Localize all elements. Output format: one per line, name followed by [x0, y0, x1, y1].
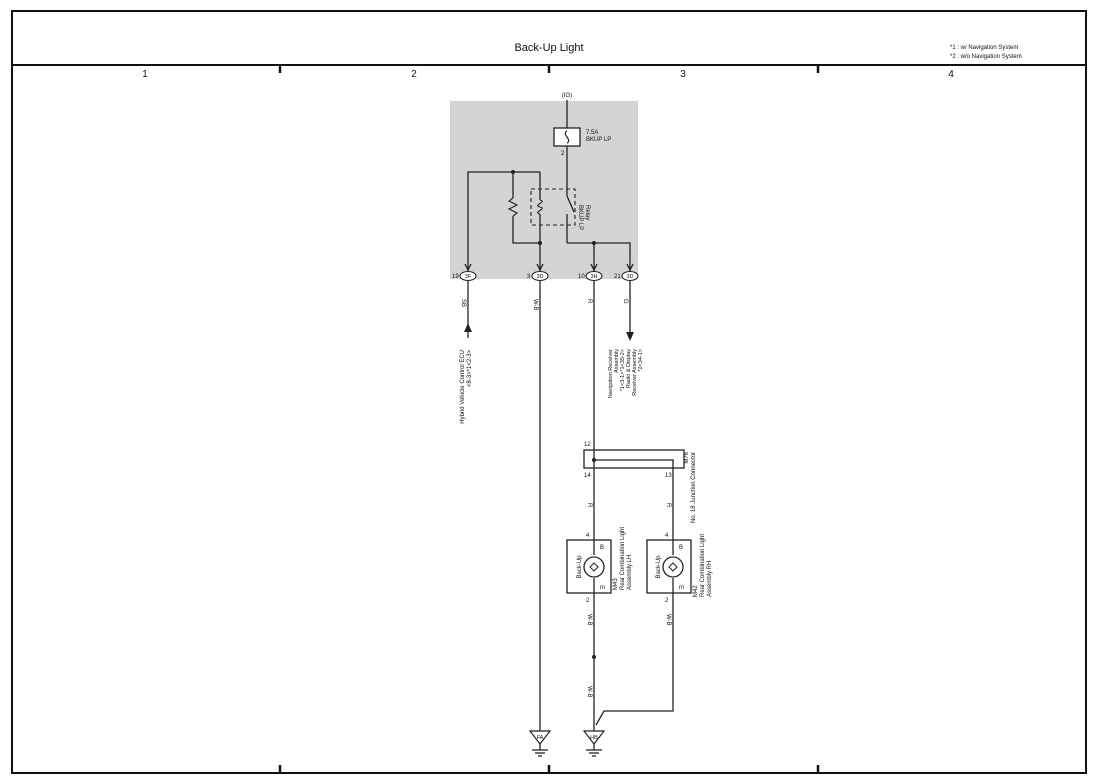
junction-name: No. 18 Junction Connector: [691, 452, 697, 523]
connector-pin: 19: [452, 274, 459, 280]
junction-pin-out-right: 13: [665, 473, 672, 479]
lamp-lh-label: Back-Up: [577, 555, 583, 579]
wire-color-g: G: [622, 299, 628, 304]
ground-hb-icon: [582, 730, 606, 757]
nav-label-6: *2<34-1>: [638, 349, 644, 372]
power-source-label: (IG): [562, 93, 572, 99]
column-label-2: 2: [411, 69, 417, 80]
relay-coil-icon: [537, 199, 543, 215]
wire-color-wb: W-B: [665, 614, 671, 626]
lamp-rh-mark-bottom: m: [679, 585, 684, 591]
connector-pin: 21: [614, 274, 621, 280]
junction-connector-body: [583, 449, 685, 469]
junction-dot: [538, 241, 542, 245]
column-ticks: [278, 65, 820, 773]
nav-label-5: Receiver Assembly: [632, 349, 638, 396]
resistor-bottom-wire: [512, 216, 540, 244]
junction-dot: [592, 655, 596, 659]
bulb-filament-icon: [668, 562, 678, 572]
wire-color-r: R: [586, 299, 592, 304]
junction-pin-out-left: 14: [584, 473, 591, 479]
junction-pin-in: 12: [584, 442, 591, 448]
legend-line-2: *2 : w/o Navigation System: [950, 54, 1022, 60]
connector-code: 3F: [465, 274, 472, 280]
ground-fa-icon: [528, 730, 552, 757]
lamp-lh-name: Rear Combination Light: [620, 527, 626, 590]
column-label-3: 3: [680, 69, 686, 80]
lamp-rh-name: Rear Combination Light: [700, 534, 706, 597]
junction-code: M76: [684, 451, 690, 463]
bulb-icon: [583, 556, 605, 578]
relay-block-area: [450, 101, 638, 279]
hybrid-ecu-label: Hybrid Vehicle Control ECU: [460, 350, 466, 424]
wire-color-wb: W-B: [586, 614, 592, 626]
relay-suffix: Relay: [584, 205, 590, 220]
connector-pin: 3: [527, 274, 531, 280]
lamp-rh: [646, 539, 692, 594]
connector-code: 3H: [590, 274, 597, 280]
connector-code: 3D: [536, 274, 543, 280]
lamp-rh-pin-top: 4: [665, 533, 669, 539]
junction-internal-wire: [593, 450, 674, 468]
lamp-rh-mark-top: B: [679, 545, 683, 551]
fuse-name: BKUP LP: [586, 137, 611, 143]
lamp-lh-pin-bottom: 2: [586, 598, 590, 604]
diagram-title: Back-Up Light: [514, 42, 583, 54]
wire-color-wb: W-B: [532, 299, 538, 311]
switch-to-g-wire: [567, 242, 631, 272]
nav-label-3: *1<3-1>*1<35-2>: [620, 349, 626, 391]
fuse-pin: 2: [561, 151, 565, 157]
hybrid-ecu-ref: <8-3>*1<2-3>: [467, 350, 473, 388]
sb-input-wire: [467, 171, 540, 272]
fuse-rating: 7.5A: [586, 130, 598, 136]
lamp-lh: [566, 539, 612, 594]
junction-dot: [592, 458, 596, 462]
lamp-rh-code: M42: [693, 585, 699, 597]
wire-color-sb: SB: [460, 299, 466, 307]
lamp-lh-mark-top: B: [600, 545, 604, 551]
column-label-1: 1: [142, 69, 148, 80]
wire-color-r: R: [665, 503, 671, 508]
resistor-icon: [507, 197, 519, 217]
wb-wire-rh: [595, 593, 674, 726]
fuse-icon: [564, 130, 570, 144]
nav-label-1: Navigation Receiver: [608, 349, 614, 398]
junction-dot: [592, 241, 596, 245]
lamp-lh-name-2: Assembly LH: [627, 555, 633, 590]
relay-switch-contact: [566, 195, 575, 213]
connector-pin: 10: [578, 274, 585, 280]
connector-code: 3D: [626, 274, 633, 280]
relay-enclosure: [530, 188, 576, 226]
lamp-rh-pin-bottom: 2: [665, 598, 669, 604]
arrow-up-icon: [464, 323, 472, 332]
connector-row: [459, 263, 639, 282]
nav-label-2: Assembly: [614, 349, 620, 373]
arrow-down-icon: [626, 332, 634, 341]
lamp-lh-pin-top: 4: [586, 533, 590, 539]
ground-hb-label: HB: [590, 735, 598, 741]
ground-fa-label: FA: [537, 735, 544, 741]
column-label-4: 4: [948, 69, 954, 80]
wire-color-wb: W-B: [586, 686, 592, 698]
wire-color-r: R: [586, 503, 592, 508]
nav-label-4: Radio & Display: [626, 349, 632, 388]
bulb-filament-icon: [589, 562, 599, 572]
lamp-rh-name-2: Assembly RH: [707, 561, 713, 597]
relay-name: BKUP LP: [577, 205, 583, 230]
lamp-lh-code: M43: [613, 578, 619, 590]
legend-line-1: *1 : w/ Navigation System: [950, 45, 1018, 51]
lamp-rh-label: Back-Up: [656, 555, 662, 579]
lamp-lh-mark-bottom: m: [600, 585, 605, 591]
bulb-icon: [662, 556, 684, 578]
junction-dot: [511, 170, 515, 174]
